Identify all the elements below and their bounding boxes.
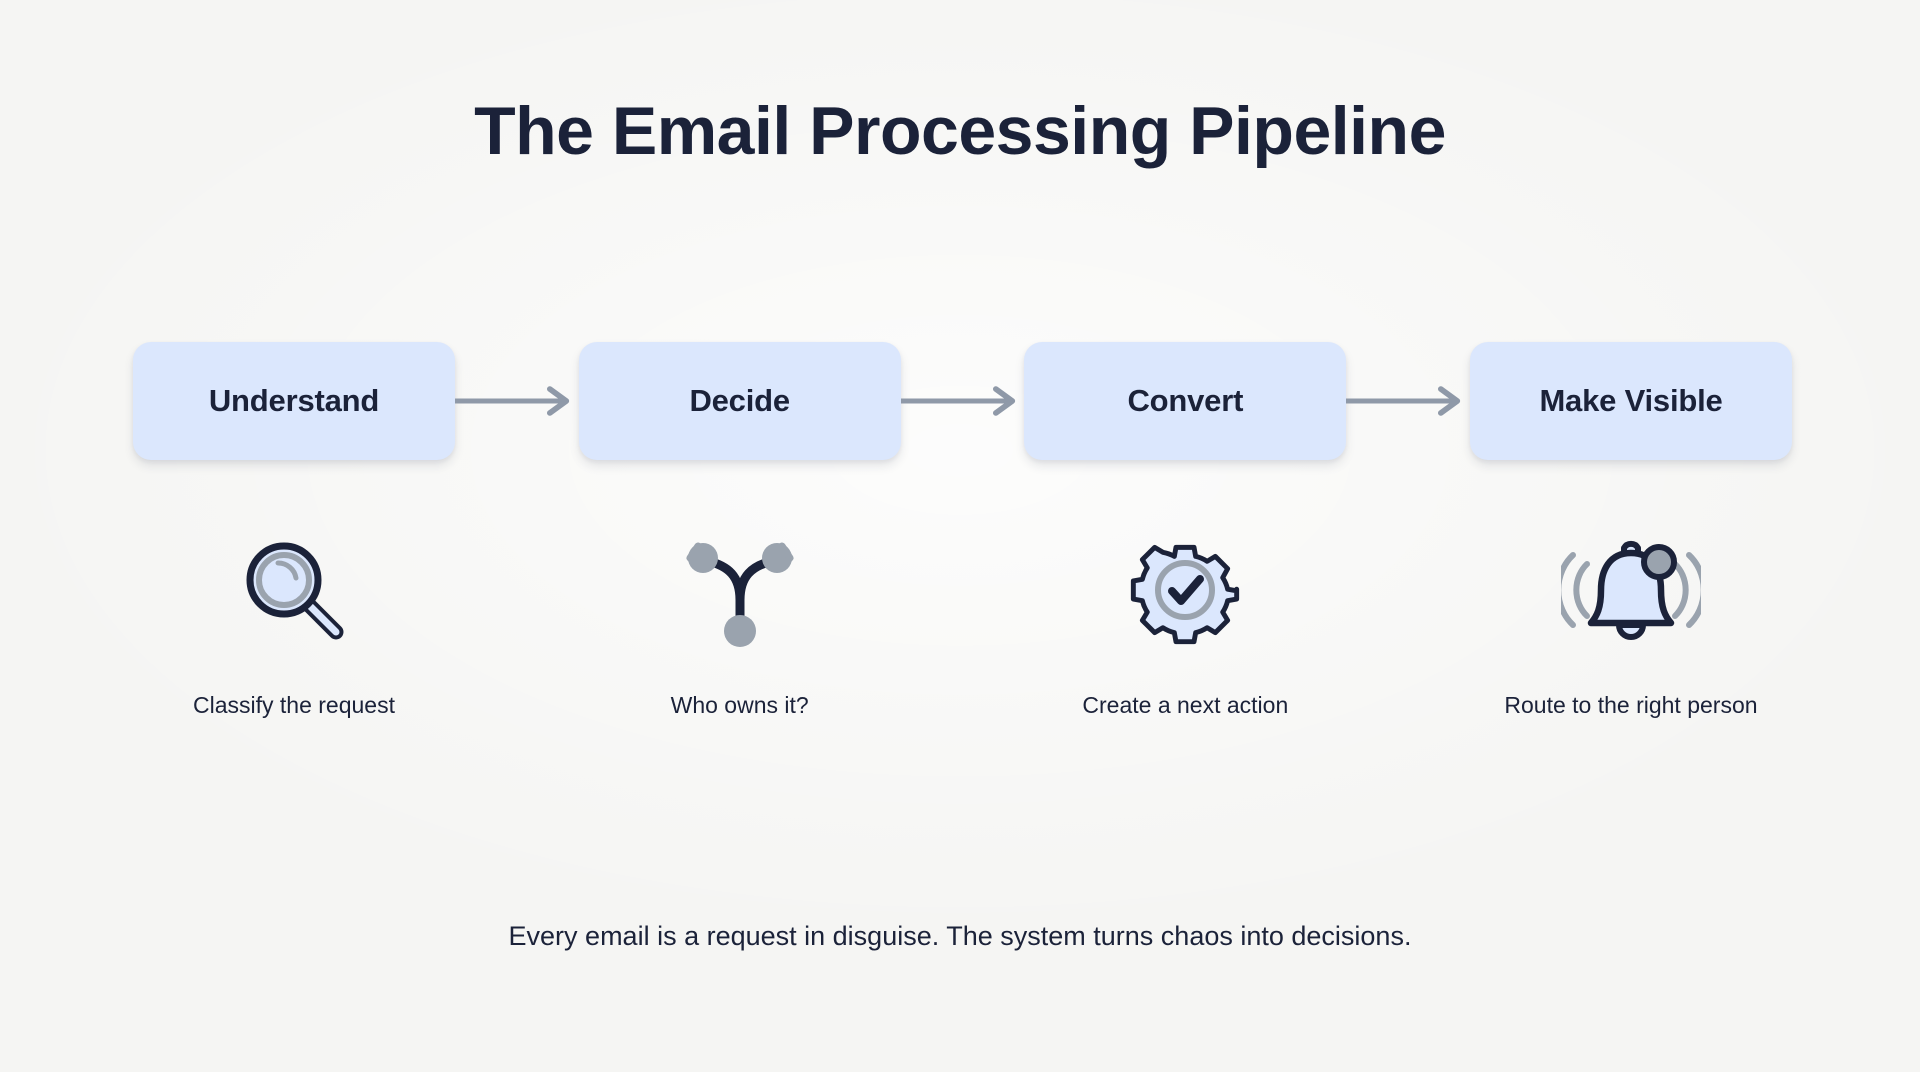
- arrow-right-icon: [1346, 386, 1461, 416]
- caption-understand: Classify the request: [193, 692, 395, 718]
- stage-box-make-visible[interactable]: Make Visible: [1470, 342, 1793, 460]
- pipeline-stage-row: Understand Decide Convert: [133, 341, 1793, 461]
- arrow-right-icon: [900, 386, 1015, 416]
- icon-cell-convert: [1024, 520, 1346, 660]
- arrow-decide-to-convert: [900, 386, 1025, 416]
- stage-box-understand[interactable]: Understand: [133, 342, 455, 460]
- branch-fork-icon: [686, 542, 794, 647]
- page-title: The Email Processing Pipeline: [474, 93, 1446, 169]
- gear-check-icon: [1131, 544, 1240, 645]
- pipeline-icon-row: [133, 520, 1792, 660]
- pipeline-caption-row: Classify the request Who owns it? Create…: [133, 692, 1792, 719]
- stage-label-decide: Decide: [689, 383, 790, 418]
- caption-convert: Create a next action: [1082, 692, 1289, 718]
- icon-cell-decide: [579, 520, 901, 660]
- caption-make-visible: Route to the right person: [1504, 692, 1758, 718]
- arrow-understand-to-decide: [455, 386, 579, 416]
- stage-box-convert[interactable]: Convert: [1024, 342, 1347, 460]
- stage-label-convert: Convert: [1127, 383, 1244, 418]
- stage-label-understand: Understand: [208, 383, 380, 418]
- caption-decide: Who owns it?: [670, 692, 809, 718]
- stage-box-decide[interactable]: Decide: [578, 342, 901, 460]
- magnifying-glass-icon: [246, 542, 344, 640]
- arrow-convert-to-make-visible: [1346, 386, 1470, 416]
- icon-cell-understand: [133, 520, 455, 660]
- icon-cell-make-visible: [1470, 520, 1792, 660]
- footer-note: Every email is a request in disguise. Th…: [508, 921, 1412, 951]
- arrow-right-icon: [455, 386, 570, 416]
- stage-label-make-visible: Make Visible: [1539, 383, 1723, 418]
- bell-notification-icon: [1560, 540, 1701, 640]
